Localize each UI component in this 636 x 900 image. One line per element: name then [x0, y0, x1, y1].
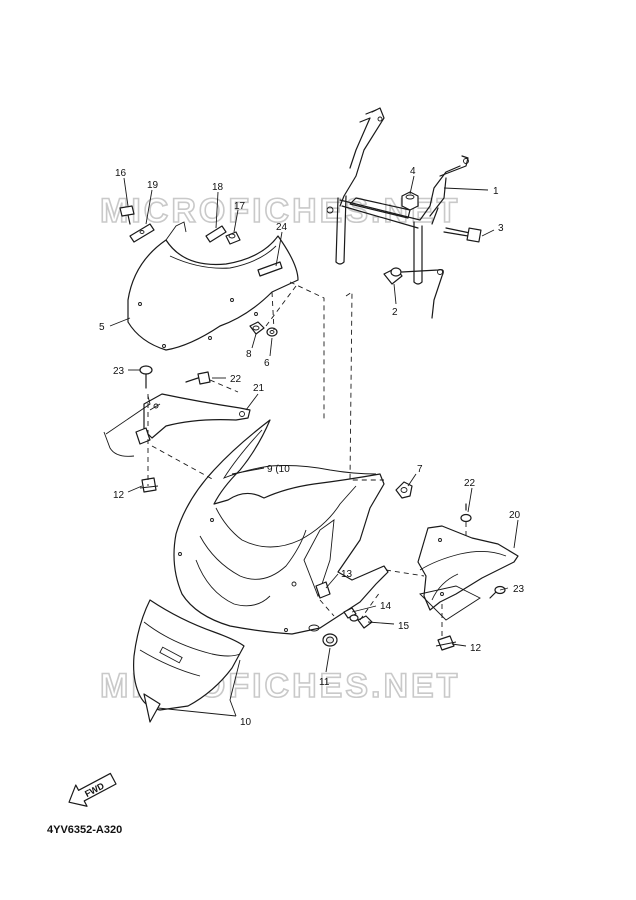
assembly-lines [103, 281, 481, 638]
callout-22-upper: 22 [230, 374, 242, 385]
callout-11: 11 [319, 677, 330, 688]
callout-labels: 16 19 18 17 24 4 1 3 2 5 8 6 23 22 21 9 … [99, 166, 525, 728]
callout-2: 2 [392, 307, 398, 318]
clip-12-right [435, 635, 457, 651]
callout-15: 15 [398, 621, 410, 632]
nut-18 [205, 225, 227, 243]
callout-3: 3 [498, 223, 504, 234]
nut-4 [401, 191, 419, 211]
fwd-arrow-icon: FWD [68, 772, 117, 807]
bolt-3 [443, 227, 482, 243]
screw-23-left [139, 365, 153, 389]
lower-panel-10 [133, 599, 245, 723]
watermark-top: MICROFICHES.NET [100, 192, 460, 230]
upper-cowling-9 [173, 419, 389, 635]
screw-23-right [489, 585, 506, 599]
callout-12-left: 12 [113, 490, 125, 501]
callout-5: 5 [99, 322, 105, 333]
part-13 [315, 581, 331, 599]
callout-6: 6 [264, 358, 270, 369]
diagram-code: 4YV6352-A320 [47, 824, 123, 836]
clip-12-left [139, 477, 159, 493]
bolt-15 [349, 614, 373, 629]
callout-24: 24 [276, 222, 288, 233]
nut-8 [249, 321, 265, 335]
windshield-5 [127, 221, 299, 351]
callout-4: 4 [410, 166, 416, 177]
side-panel-20 [417, 525, 519, 611]
callout-7: 7 [417, 464, 423, 475]
callout-22-right: 22 [464, 478, 476, 489]
nut-17 [225, 231, 241, 245]
callout-13: 13 [341, 569, 353, 580]
cowling-stay [326, 107, 469, 285]
washer-19 [129, 223, 155, 243]
bolt-22-upper [185, 371, 211, 385]
callout-16: 16 [115, 168, 127, 179]
callout-23-right: 23 [513, 584, 525, 595]
callout-19: 19 [147, 180, 159, 191]
callout-20: 20 [509, 510, 521, 521]
grommet-11 [308, 624, 338, 647]
callout-14: 14 [380, 601, 392, 612]
grommet-2 [383, 267, 444, 319]
callout-12-right: 12 [470, 643, 482, 654]
callout-18: 18 [212, 182, 224, 193]
washer-6 [266, 327, 278, 337]
screw-16 [119, 205, 135, 225]
leader-lines [109, 175, 519, 717]
callout-23-left: 23 [113, 366, 125, 377]
callout-10: 10 [240, 717, 252, 728]
callout-9: 9 (10 [267, 464, 290, 475]
callout-8: 8 [246, 349, 252, 360]
callout-1: 1 [493, 186, 499, 197]
callout-21: 21 [253, 383, 265, 394]
screw-22-right [460, 503, 472, 523]
bracket-21 [135, 393, 251, 445]
callout-17: 17 [234, 201, 246, 212]
